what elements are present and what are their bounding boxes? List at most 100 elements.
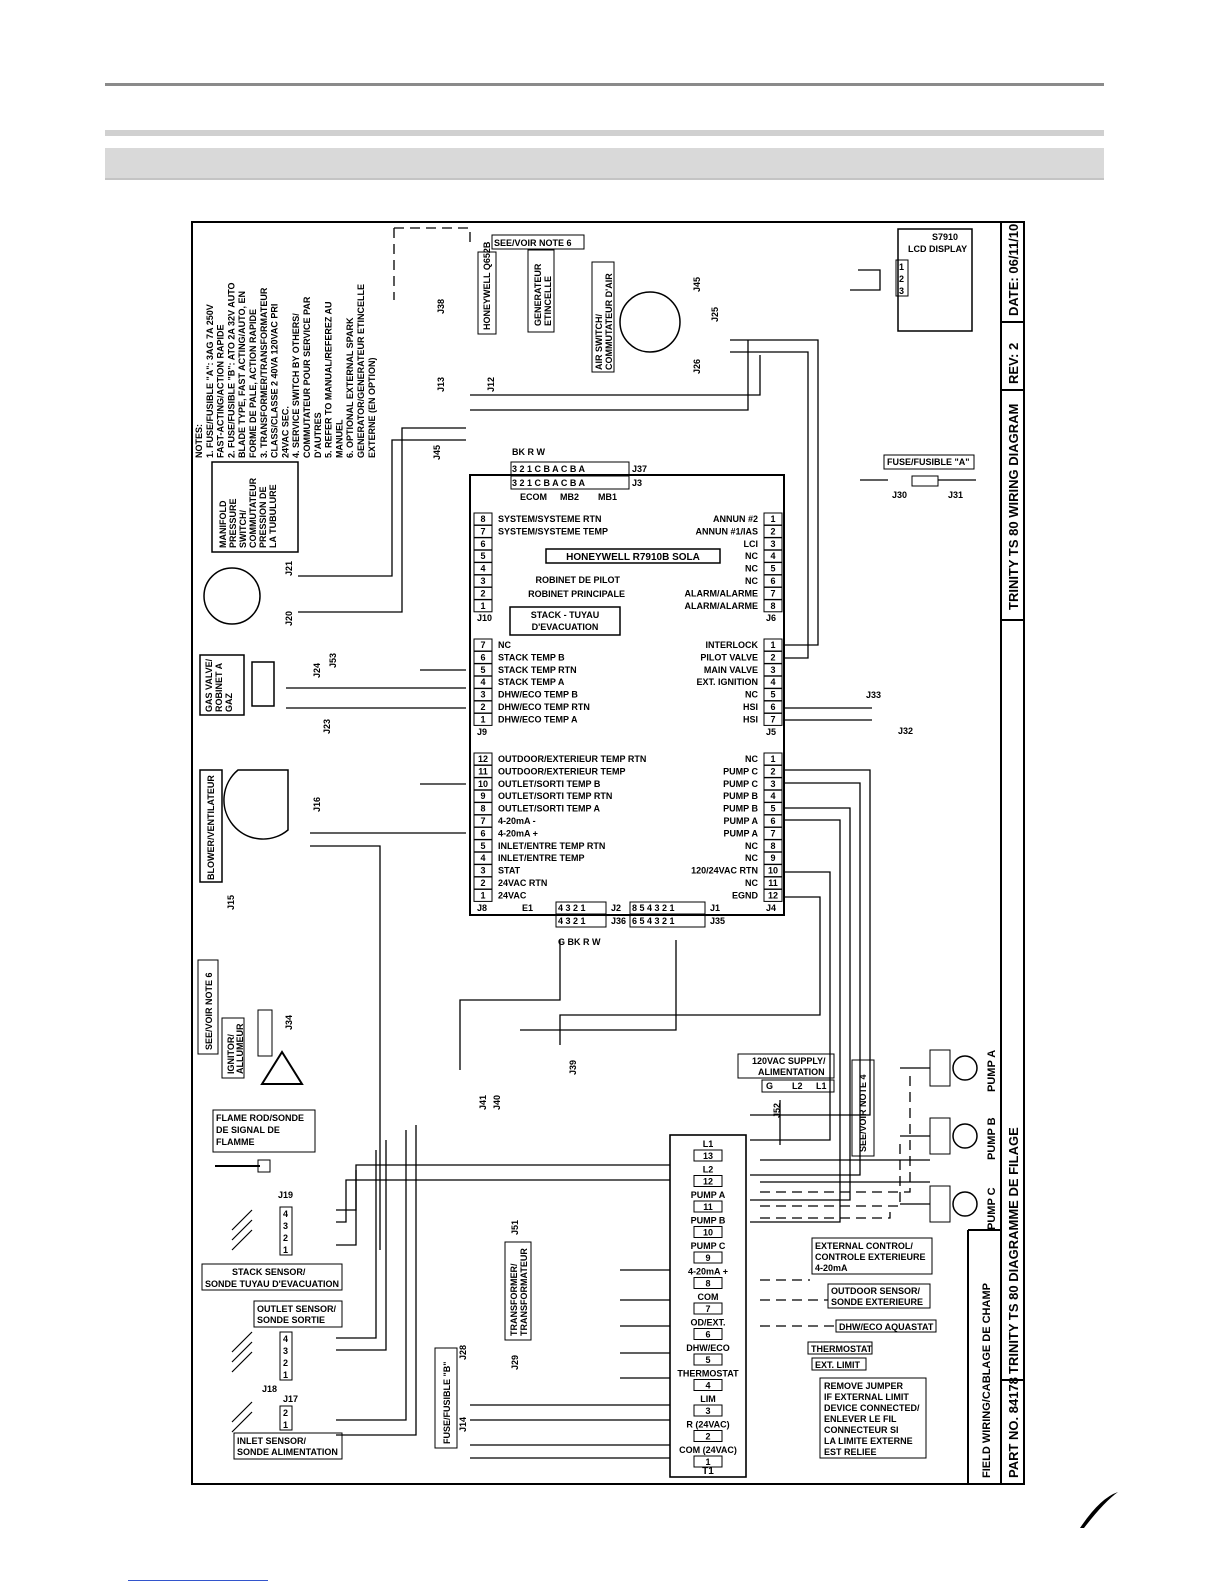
terminal-label: 4-20mA - bbox=[498, 816, 536, 826]
svg-text:J52: J52 bbox=[772, 1103, 782, 1118]
terminal-number: 7 bbox=[770, 828, 775, 838]
terminal-label: PUMP A bbox=[723, 828, 758, 838]
note-line: 1. FUSE/FUSIBLE "A": 3AG 7A 250V bbox=[205, 304, 215, 458]
svg-text:J24: J24 bbox=[312, 663, 322, 678]
thermostat-label: THERMOSTAT bbox=[811, 1344, 873, 1354]
terminal-number: 5 bbox=[480, 665, 485, 675]
svg-text:3 2 1 C B A C B A: 3 2 1 C B A C B A bbox=[512, 464, 586, 474]
terminal-label: OUTDOOR/EXTERIEUR TEMP RTN bbox=[498, 754, 646, 764]
strip-number: 12 bbox=[703, 1177, 713, 1187]
terminal-number: 5 bbox=[770, 804, 775, 814]
terminal-label: NC bbox=[745, 841, 758, 851]
svg-text:4 3 2 1: 4 3 2 1 bbox=[558, 903, 586, 913]
header-band-thin bbox=[105, 130, 1104, 136]
svg-text:PUMP A: PUMP A bbox=[986, 1050, 998, 1092]
terminal-label: PUMP B bbox=[723, 804, 758, 814]
note-line: GENERATOR/GENERATEUR ETINCELLE bbox=[356, 284, 366, 458]
terminal-number: 2 bbox=[770, 652, 775, 662]
svg-text:ROBINET A: ROBINET A bbox=[214, 662, 224, 712]
svg-text:J25: J25 bbox=[710, 307, 720, 322]
note-line: COMMUTATEUR POUR SERVICE PAR bbox=[302, 296, 312, 458]
brand-logo bbox=[1060, 1492, 1118, 1536]
terminal-label: NC bbox=[745, 564, 758, 574]
outlet-sensor-label: OUTLET SENSOR/ bbox=[257, 1304, 337, 1314]
see-note-6-top: SEE/VOIR NOTE 6 bbox=[494, 238, 572, 248]
svg-text:BK R W: BK R W bbox=[512, 447, 545, 457]
j4-label: J4 bbox=[766, 903, 776, 913]
svg-text:4: 4 bbox=[283, 1334, 288, 1344]
terminal-label: 24VAC bbox=[498, 890, 527, 900]
svg-text:J19: J19 bbox=[278, 1190, 293, 1200]
terminal-number: 2 bbox=[770, 766, 775, 776]
terminal-label: ANNUN #1/IAS bbox=[695, 526, 758, 536]
terminal-number: 1 bbox=[480, 890, 485, 900]
svg-text:SONDE ALIMENTATION: SONDE ALIMENTATION bbox=[237, 1447, 338, 1457]
terminal-label: PUMP B bbox=[723, 791, 758, 801]
pump-b: PUMP B bbox=[929, 1117, 998, 1160]
svg-text:J31: J31 bbox=[948, 490, 963, 500]
note-line: NOTES: bbox=[194, 424, 204, 458]
note-line: 3. TRANSFORMER/TRANSFORMATEUR bbox=[259, 287, 269, 458]
svg-text:ETINCELLE: ETINCELLE bbox=[543, 276, 553, 326]
terminal-number: 8 bbox=[480, 804, 485, 814]
svg-text:J18: J18 bbox=[262, 1384, 277, 1394]
terminal-number: 7 bbox=[480, 816, 485, 826]
svg-text:4 3 2 1: 4 3 2 1 bbox=[558, 916, 586, 926]
svg-text:J12: J12 bbox=[486, 377, 496, 392]
pump-a: PUMP A bbox=[929, 1049, 998, 1092]
svg-text:6 5 4 3 2 1: 6 5 4 3 2 1 bbox=[632, 916, 675, 926]
terminal-label: PUMP C bbox=[723, 779, 758, 789]
terminal-label: INLET/ENTRE TEMP bbox=[498, 853, 585, 863]
svg-text:J14: J14 bbox=[458, 1417, 468, 1432]
svg-text:J29: J29 bbox=[510, 1355, 520, 1370]
pump-c: PUMP C bbox=[929, 1185, 998, 1230]
svg-text:4-20mA: 4-20mA bbox=[815, 1263, 848, 1273]
strip-name: T1 bbox=[702, 1466, 714, 1477]
svg-text:J32: J32 bbox=[898, 726, 913, 736]
strip-number: 8 bbox=[705, 1279, 710, 1289]
footer-link-underline bbox=[128, 1580, 268, 1581]
terminal-label: STACK TEMP B bbox=[498, 652, 565, 662]
terminal-label: 24VAC RTN bbox=[498, 878, 547, 888]
strip-number: 9 bbox=[705, 1253, 710, 1263]
terminal-number: 1 bbox=[480, 601, 485, 611]
j9-label: J9 bbox=[477, 727, 487, 737]
svg-text:J1: J1 bbox=[710, 903, 720, 913]
controller-name: HONEYWELL R7910B SOLA bbox=[566, 552, 700, 563]
svg-text:SONDE TUYAU D'EVACUATION: SONDE TUYAU D'EVACUATION bbox=[205, 1279, 339, 1289]
terminal-number: 4 bbox=[770, 551, 775, 561]
terminal-number: 3 bbox=[480, 866, 485, 876]
strip-label: PUMP C bbox=[691, 1241, 726, 1251]
note-line: 2. FUSE/FUSIBLE "B": ATO 2A 32V AUTO bbox=[226, 282, 236, 458]
terminal-number: 8 bbox=[480, 514, 485, 524]
terminal-label: SYSTEM/SYSTEME RTN bbox=[498, 514, 602, 524]
note-line: CLASS/CLASSE 2 40VA 120VAC PRI bbox=[270, 304, 280, 458]
strip-number: 3 bbox=[705, 1406, 710, 1416]
terminal-label: NC bbox=[745, 690, 758, 700]
note-line: D'AUTRES bbox=[313, 412, 323, 458]
terminal-number: 5 bbox=[770, 690, 775, 700]
flame-rod-label: FLAME ROD/SONDE bbox=[216, 1113, 304, 1123]
terminal-number: 6 bbox=[770, 816, 775, 826]
svg-text:E1: E1 bbox=[522, 903, 533, 913]
top-header-connectors: 3 2 1 C B A C B A 3 2 1 C B A C B A J37 … bbox=[510, 447, 647, 502]
strip-label: DHW/ECO bbox=[686, 1343, 730, 1353]
svg-text:DEVICE CONNECTED/: DEVICE CONNECTED/ bbox=[824, 1403, 920, 1413]
see-note-6-left: SEE/VOIR NOTE 6 bbox=[204, 972, 214, 1050]
blower-label: BLOWER/VENTILATEUR bbox=[206, 775, 216, 880]
svg-text:L2: L2 bbox=[792, 1081, 803, 1091]
terminal-label: NC bbox=[745, 878, 758, 888]
svg-text:CONTROLE EXTERIEURE: CONTROLE EXTERIEURE bbox=[815, 1252, 926, 1262]
note-line: 24VAC SEC. bbox=[280, 406, 290, 458]
robinet-principal: ROBINET PRINCIPALE bbox=[528, 589, 625, 599]
terminal-number: 3 bbox=[480, 690, 485, 700]
strip-label: COM (24VAC) bbox=[679, 1445, 737, 1455]
svg-text:LCD DISPLAY: LCD DISPLAY bbox=[908, 244, 967, 254]
svg-text:2: 2 bbox=[283, 1358, 288, 1368]
terminal-label: MAIN VALVE bbox=[704, 665, 758, 675]
svg-text:ALLUMEUR: ALLUMEUR bbox=[235, 1023, 245, 1074]
svg-text:J35: J35 bbox=[710, 916, 725, 926]
svg-text:1: 1 bbox=[283, 1245, 288, 1255]
